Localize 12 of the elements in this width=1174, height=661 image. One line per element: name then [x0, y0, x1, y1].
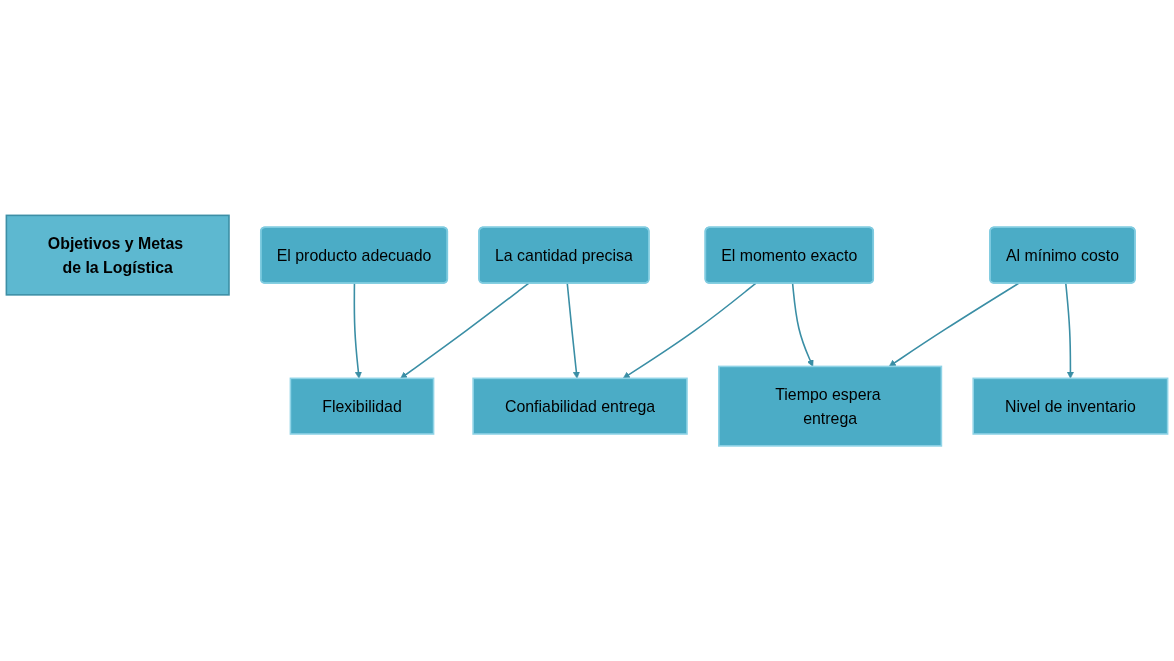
node-box: Tiempo espera entrega [718, 365, 943, 447]
arrow [353, 282, 362, 379]
node-box: Confiabilidad entrega [472, 377, 688, 435]
node-box: Nivel de inventario [972, 377, 1169, 435]
arrow [888, 282, 1020, 367]
arrow [1065, 282, 1074, 379]
arrow [791, 282, 814, 367]
node-box: Objetivos y Metas de la Logística [5, 214, 230, 296]
arrow [622, 282, 757, 379]
arrow [400, 282, 530, 379]
arrow [566, 282, 580, 379]
node-box: Flexibilidad [289, 377, 435, 435]
